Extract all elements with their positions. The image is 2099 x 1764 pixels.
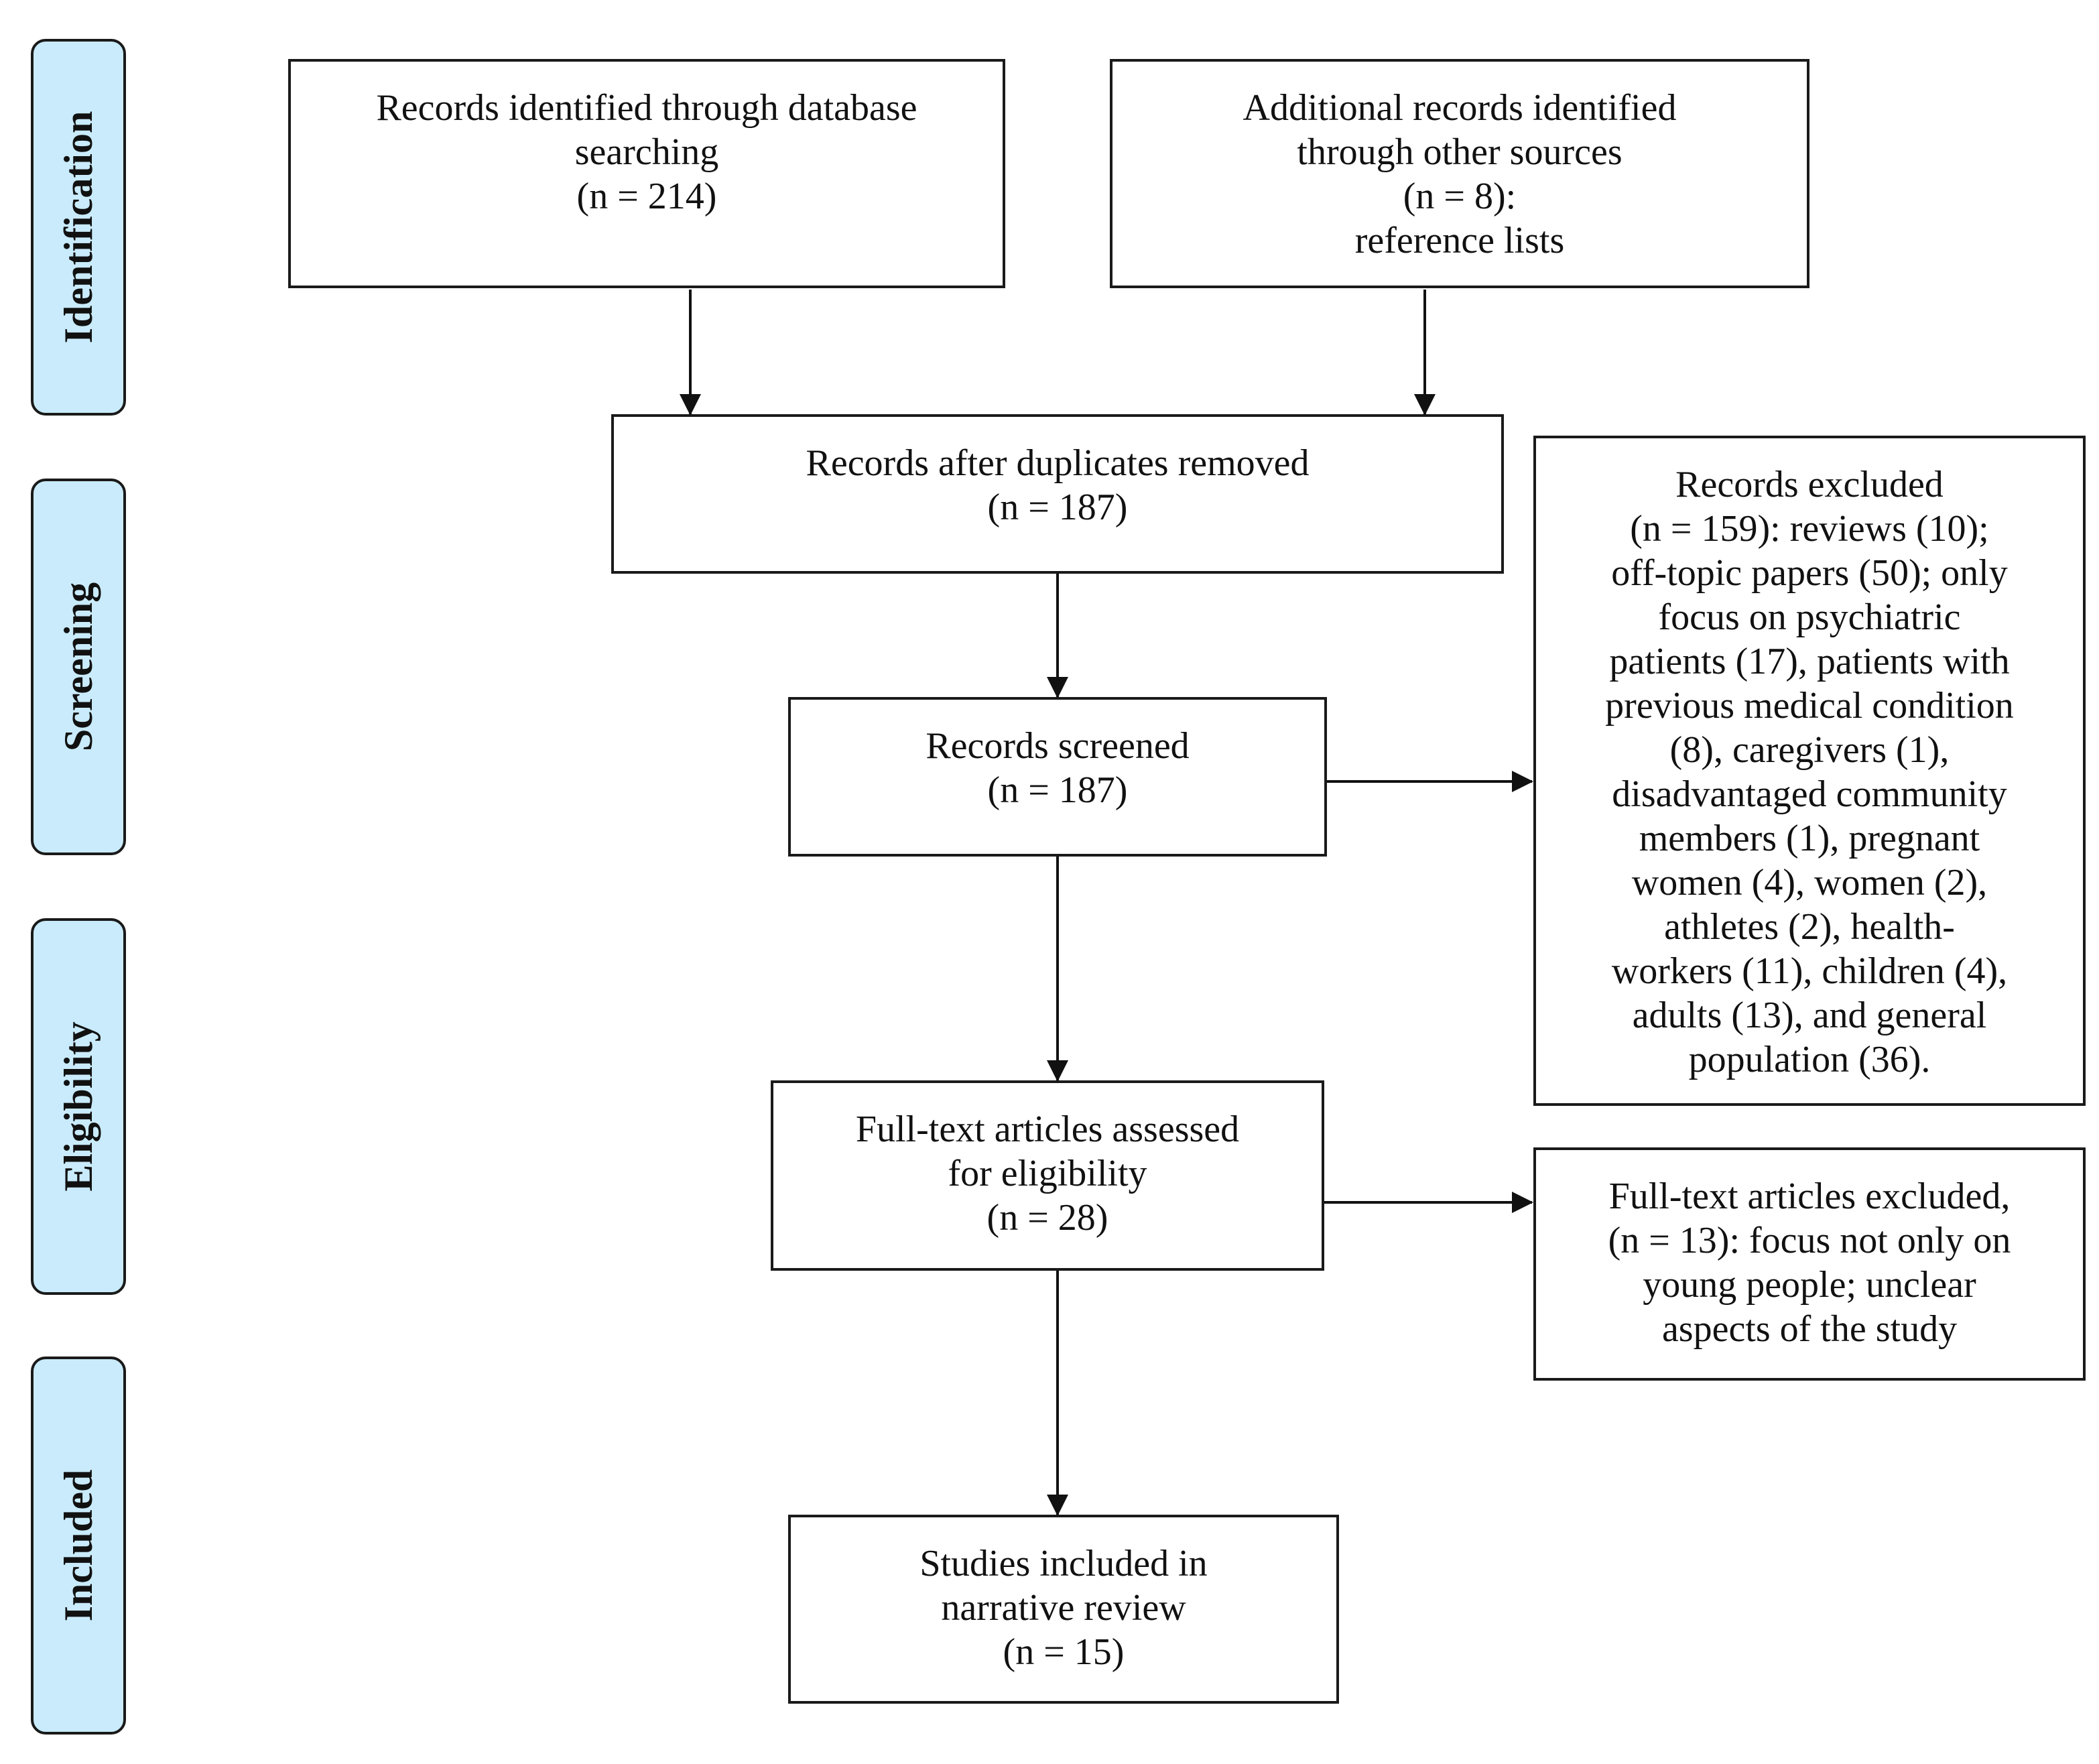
box-records-screened: Records screened (n = 187) (788, 697, 1327, 857)
box-line: Full-text articles assessed (855, 1109, 1240, 1150)
box-line: off-topic papers (50); only (1611, 552, 2008, 594)
box-database-records: Records identified through database sear… (288, 59, 1005, 288)
box-line: (8), caregivers (1), (1669, 729, 1950, 771)
box-line: Full-text articles excluded, (1608, 1176, 2011, 1217)
stage-included-label: Included (56, 1469, 101, 1622)
box-line: reference lists (1354, 220, 1565, 261)
box-studies-included: Studies included in narrative review (n … (788, 1515, 1339, 1704)
arrowhead-excluded (1512, 771, 1533, 792)
box-line: through other sources (1297, 131, 1623, 173)
box-line: women (4), women (2), (1631, 862, 1988, 903)
box-after-duplicates: Records after duplicates removed (n = 18… (611, 414, 1504, 574)
box-line: adults (13), and general (1632, 995, 1987, 1036)
box-line: young people; unclear (1643, 1264, 1976, 1306)
box-line: (n = 8): (1403, 176, 1517, 217)
box-line: workers (11), children (4), (1611, 950, 2008, 992)
box-line: previous medical condition (1605, 685, 2014, 727)
stage-eligibility: Eligibility (31, 918, 126, 1295)
stage-identification: Identification (31, 39, 126, 416)
box-line: Records excluded (1675, 464, 1944, 505)
box-fulltext-assessed: Full-text articles assessed for eligibil… (771, 1080, 1324, 1271)
box-line: (n = 214) (576, 176, 717, 217)
box-line: members (1), pregnant (1639, 818, 1980, 859)
box-line: Records screened (926, 725, 1190, 767)
box-line: for eligibility (948, 1153, 1147, 1194)
box-line: (n = 187) (987, 487, 1128, 528)
box-line: athletes (2), health- (1664, 906, 1955, 948)
box-records-excluded: Records excluded (n = 159): reviews (10)… (1533, 436, 2086, 1106)
box-line: population (36). (1688, 1039, 1931, 1080)
arrowhead-included (1047, 1495, 1068, 1516)
stage-identification-label: Identification (56, 111, 101, 344)
arrowhead-fulltext-excluded (1512, 1192, 1533, 1213)
box-line: searching (574, 131, 719, 173)
stage-included: Included (31, 1357, 126, 1735)
arrowhead-database (680, 394, 701, 416)
stage-screening: Screening (31, 479, 126, 855)
box-line: Studies included in (919, 1543, 1208, 1584)
box-line: focus on psychiatric (1658, 596, 1961, 638)
box-line: (n = 159): reviews (10); (1630, 508, 1989, 550)
box-line: disadvantaged community (1612, 773, 2007, 815)
box-line: Records identified through database (376, 87, 917, 129)
box-line: narrative review (941, 1587, 1186, 1629)
box-fulltext-excluded: Full-text articles excluded, (n = 13): f… (1533, 1147, 2086, 1381)
stage-eligibility-label: Eligibility (56, 1021, 101, 1192)
arrowhead-fulltext (1047, 1060, 1068, 1082)
box-additional-records: Additional records identified through ot… (1110, 59, 1809, 288)
box-line: (n = 13): focus not only on (1608, 1220, 2011, 1261)
box-line: patients (17), patients with (1609, 641, 2010, 682)
box-line: (n = 28) (987, 1197, 1108, 1239)
arrowhead-screened (1047, 677, 1068, 698)
box-line: Additional records identified (1243, 87, 1677, 129)
arrowhead-additional (1414, 394, 1436, 416)
box-line: (n = 187) (987, 769, 1128, 811)
box-line: Records after duplicates removed (806, 442, 1310, 484)
stage-screening-label: Screening (56, 582, 101, 752)
box-line: (n = 15) (1003, 1631, 1125, 1673)
box-line: aspects of the study (1661, 1308, 1958, 1350)
